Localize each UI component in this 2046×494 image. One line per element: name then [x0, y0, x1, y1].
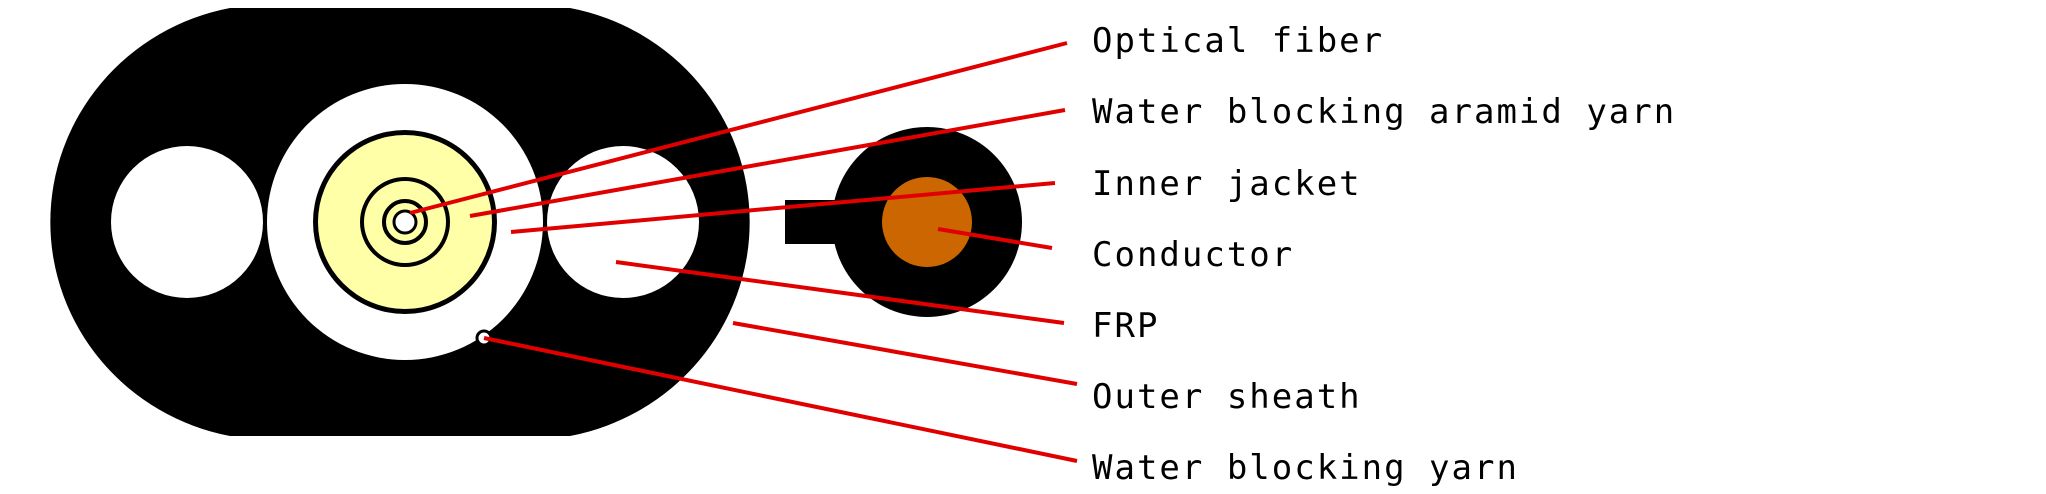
leader-water-blocking-yarn: [483, 336, 1078, 463]
label-inner-jacket: Inner jacket: [1092, 164, 1362, 204]
label-frp: FRP: [1092, 306, 1159, 346]
leader-conductor: [937, 227, 1053, 250]
leader-water-blocking-aramid-yarn: [469, 108, 1066, 218]
leader-outer-sheath: [732, 321, 1078, 386]
label-optical-fiber: Optical fiber: [1092, 21, 1384, 61]
label-outer-sheath: Outer sheath: [1092, 377, 1362, 417]
label-water-blocking-aramid-yarn: Water blocking aramid yarn: [1092, 92, 1676, 132]
left-hole: [111, 146, 263, 298]
leader-frp: [615, 260, 1065, 325]
conductor-core: [882, 177, 972, 267]
optical-fiber-core: [392, 209, 418, 235]
fiber-outer-ring: [360, 177, 450, 267]
leader-inner-jacket: [510, 181, 1056, 234]
label-water-blocking-yarn: Water blocking yarn: [1092, 448, 1519, 488]
label-conductor: Conductor: [1092, 235, 1294, 275]
fiber-middle-ring: [382, 199, 428, 245]
leader-lines: [409, 41, 1078, 463]
leader-optical-fiber: [409, 41, 1068, 215]
